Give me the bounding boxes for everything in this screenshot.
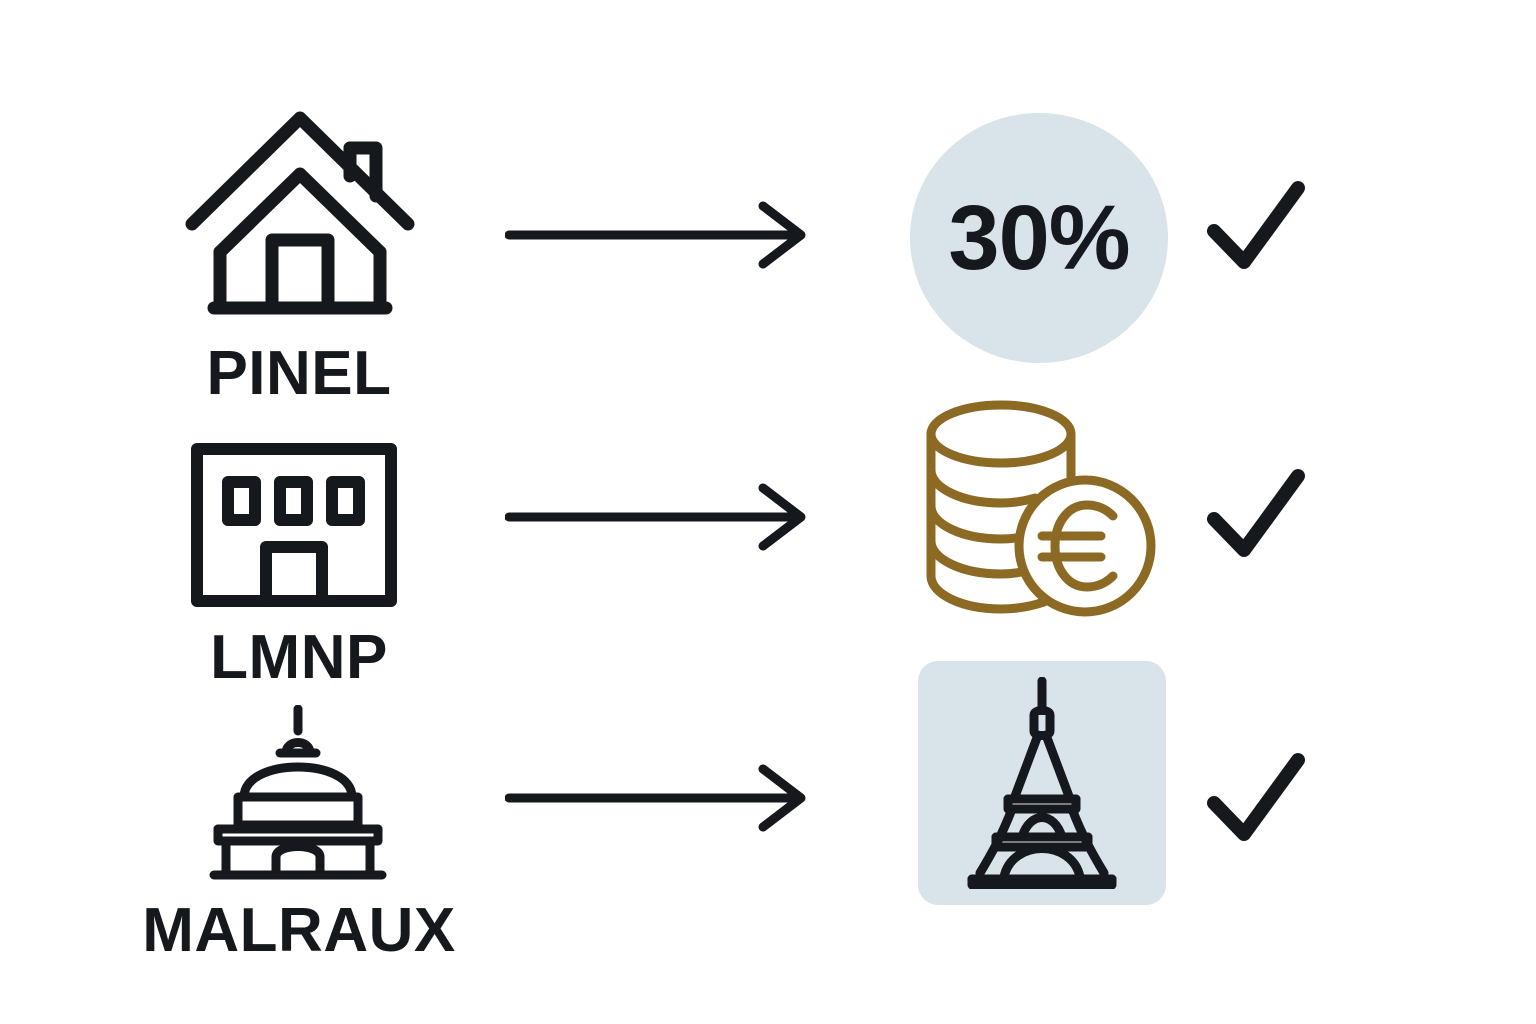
discount-badge-value: 30% [948,187,1130,289]
check-icon-malraux [1206,752,1306,847]
arrow-right-icon-malraux [505,763,815,833]
eiffel-tower-icon [962,677,1122,889]
discount-badge-pinel: 30% [910,113,1168,363]
label-lmnp: LMNP [210,623,388,692]
house-icon [180,100,420,320]
euro-coins-icon [925,400,1175,622]
check-icon-lmnp [1206,468,1306,563]
apartment-building-icon [190,442,398,608]
label-pinel: PINEL [206,339,392,408]
check-icon-pinel [1206,180,1306,275]
arrow-right-icon-pinel [505,200,815,270]
label-malraux: MALRAUX [142,896,456,965]
domed-monument-icon [208,705,388,885]
arrow-right-icon-lmnp [505,482,815,552]
eiffel-tower-tile [918,661,1166,905]
